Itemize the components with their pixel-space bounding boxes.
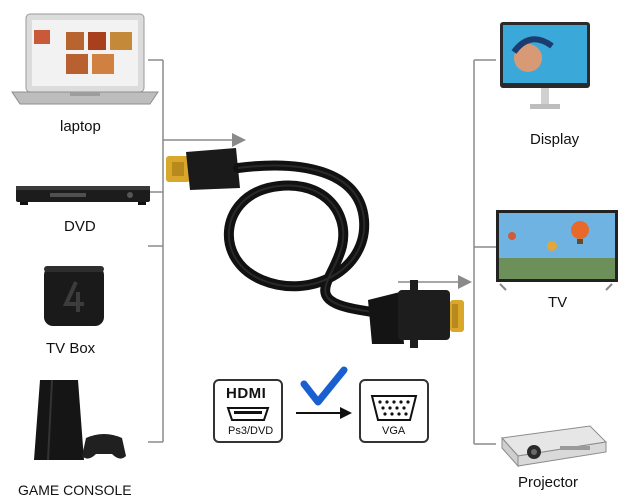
output-label-display: Display <box>530 131 580 148</box>
input-arrow-icon <box>232 133 246 147</box>
hdmi-port-card <box>213 379 283 443</box>
vga-label: VGA <box>382 425 406 437</box>
output-label-projector: Projector <box>518 474 579 491</box>
output-arrow-icon <box>458 275 472 289</box>
tv-box-icon <box>44 266 104 326</box>
checkmark-icon <box>300 366 348 406</box>
right-bracket <box>398 59 496 445</box>
dvd-player-icon <box>16 186 150 205</box>
source-label-tv-box: TV Box <box>46 340 96 357</box>
hdmi-logo-text: HDMI <box>226 385 267 402</box>
monitor-icon <box>500 22 590 109</box>
convert-arrow-icon <box>340 407 352 419</box>
hdmi-sub-label: Ps3/DVD <box>228 425 274 437</box>
left-bracket <box>148 59 232 443</box>
output-label-tv: TV <box>548 294 568 311</box>
projector-icon <box>501 425 608 468</box>
laptop-icon <box>11 13 159 105</box>
vga-port-card <box>359 379 429 443</box>
source-label-laptop: laptop <box>60 118 101 135</box>
tv-icon <box>496 210 618 291</box>
game-console-icon <box>34 379 126 461</box>
source-label-dvd: DVD <box>64 218 96 235</box>
source-label-game-console: GAME CONSOLE <box>18 482 132 498</box>
hdmi-vga-cable <box>166 148 464 348</box>
